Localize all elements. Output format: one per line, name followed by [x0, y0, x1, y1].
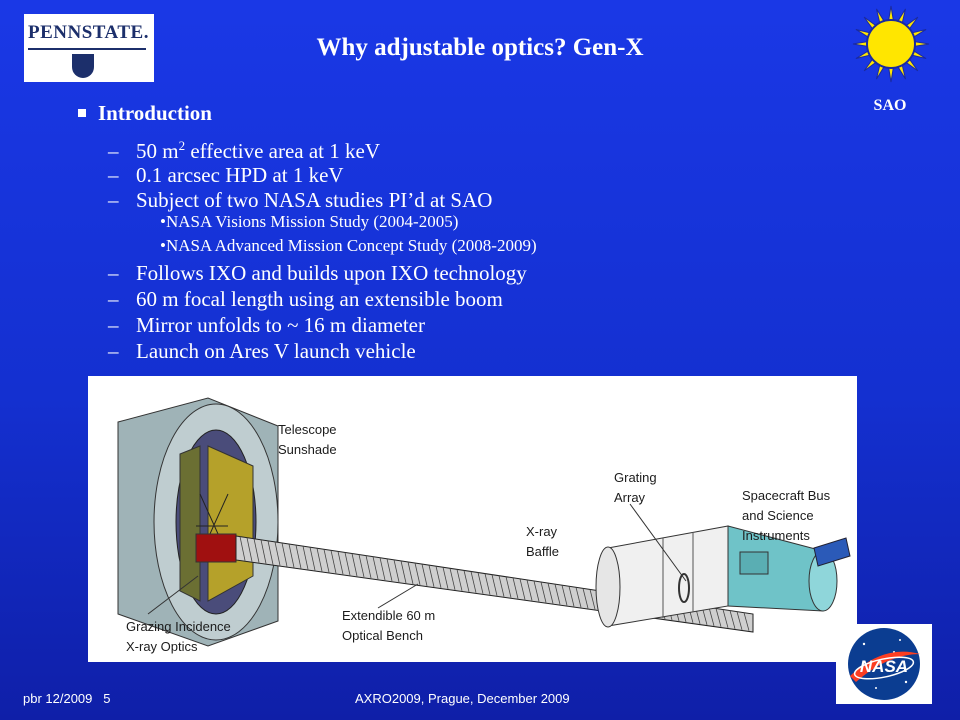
label-optical-bench: Extendible 60 m: [342, 608, 435, 623]
list-item: –Subject of two NASA studies PI’d at SAO: [108, 188, 493, 212]
sao-sun-icon: [852, 5, 930, 83]
nasa-meatball-icon: NASA: [848, 628, 920, 700]
square-bullet-icon: [78, 109, 86, 118]
section-heading: Introduction: [78, 101, 212, 126]
footer-page-info: pbr 12/2009 5: [23, 691, 111, 706]
label-optical-bench: Optical Bench: [342, 628, 423, 643]
label-grating-array: Array: [614, 490, 646, 505]
pennstate-wordmark: PENNSTATE.: [28, 22, 149, 43]
telescope-sunshade-drum: [117, 397, 279, 647]
list-item: –Mirror unfolds to ~ 16 m diameter: [108, 313, 425, 337]
sub-list-item: •NASA Advanced Mission Concept Study (20…: [160, 236, 537, 255]
genx-spacecraft-figure: Telescope Sunshade Grating Array X-ray B…: [88, 376, 857, 662]
sao-sun-logo: [846, 4, 936, 84]
sub-list-item: •NASA Visions Mission Study (2004-2005): [160, 212, 459, 231]
dash-icon: –: [108, 139, 119, 163]
list-item: –50 m2 effective area at 1 keV: [108, 138, 380, 163]
dash-icon: –: [108, 339, 119, 363]
list-item: –60 m focal length using an extensible b…: [108, 287, 503, 311]
label-grazing-optics: X-ray Optics: [126, 639, 198, 654]
label-spacecraft-bus: Instruments: [742, 528, 810, 543]
footer-conference: AXRO2009, Prague, December 2009: [355, 691, 570, 706]
dot-bullet-icon: •: [160, 236, 166, 255]
nasa-logo: NASA: [836, 624, 932, 704]
list-item: –Follows IXO and builds upon IXO technol…: [108, 261, 527, 285]
section-heading-text: Introduction: [98, 101, 212, 125]
sao-label: SAO: [873, 97, 907, 114]
dash-icon: –: [108, 287, 119, 311]
list-item: –0.1 arcsec HPD at 1 keV: [108, 163, 344, 187]
label-telescope-sunshade: Sunshade: [278, 442, 337, 457]
logo-rule: [28, 48, 146, 50]
label-spacecraft-bus: and Science: [742, 508, 814, 523]
dot-bullet-icon: •: [160, 212, 166, 231]
pennstate-shield-icon: [72, 54, 94, 78]
dash-icon: –: [108, 188, 119, 212]
label-grating-array: Grating: [614, 470, 657, 485]
dash-icon: –: [108, 313, 119, 337]
mirror-coupling: [195, 533, 237, 563]
label-xray-baffle: X-ray: [526, 524, 558, 539]
list-item: –Launch on Ares V launch vehicle: [108, 339, 416, 363]
pennstate-logo: PENNSTATE.: [24, 14, 154, 82]
label-telescope-sunshade: Telescope: [278, 422, 337, 437]
spacecraft-diagram: Telescope Sunshade Grating Array X-ray B…: [117, 397, 851, 654]
spacecraft-bus: [727, 525, 851, 612]
label-grazing-optics: Grazing Incidence: [126, 619, 231, 634]
dash-icon: –: [108, 163, 119, 187]
svg-text:NASA: NASA: [860, 657, 908, 676]
dash-icon: –: [108, 261, 119, 285]
label-xray-baffle: Baffle: [526, 544, 559, 559]
label-spacecraft-bus: Spacecraft Bus: [742, 488, 831, 503]
slide-title: Why adjustable optics? Gen-X: [316, 34, 644, 61]
leader-lines: [147, 503, 687, 615]
xray-baffle: [595, 525, 729, 628]
